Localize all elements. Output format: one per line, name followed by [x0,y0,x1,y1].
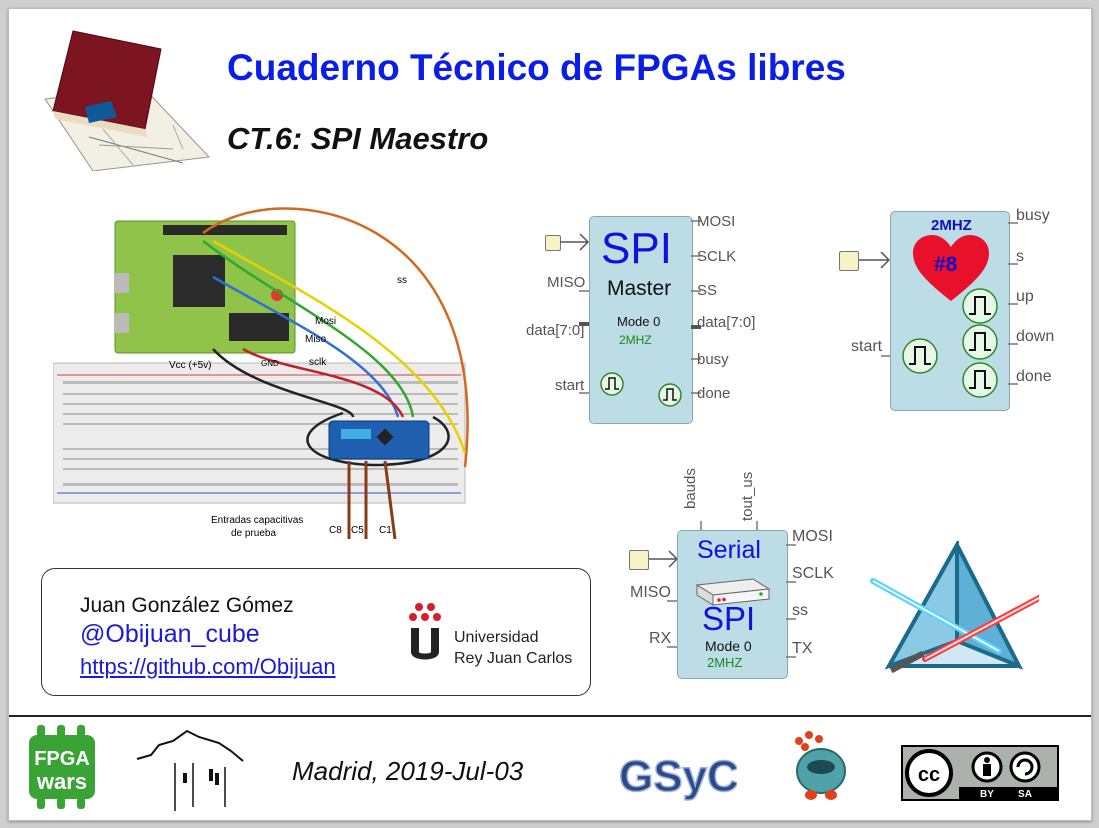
lightsaber-logo [870,541,1039,674]
by-text: BY [980,789,994,800]
port-mosi: MOSI [697,213,736,230]
heart-number: #8 [934,253,958,276]
label-inputs-1: Entradas capacitivas [211,515,303,526]
port-mosi: MOSI [792,528,833,545]
spi-master-title: SPI [601,224,672,273]
author-github-link[interactable]: https://github.com/Obijuan [80,654,336,679]
fpgawars-text-2: wars [36,769,87,794]
cc-text: cc [918,764,940,786]
spi-master-port-lines [579,220,701,394]
port-s: s [1016,248,1024,265]
label-miso: Miso [305,334,327,345]
fpgawars-logo: FPGA wars [29,725,95,809]
breadboard-holes [63,381,458,486]
label-gnd: GND [261,359,279,368]
footer-date: Madrid, 2019-Jul-03 [292,756,524,786]
serial-spi-title: Serial [697,536,761,564]
port-tx: TX [792,640,813,657]
serial-spi-block [677,530,788,679]
cc-by-sa-badge: cc BY SA [901,745,1059,801]
university-line2: Rey Juan Carlos [454,650,573,667]
port-busy: busy [697,351,729,368]
urjc-logo-icon [409,603,441,660]
serial-device-icon [695,578,771,606]
heart-icon [913,235,989,301]
university-line1: Universidad [454,629,539,646]
label-c8: C8 [329,525,342,536]
serial-spi-mode: Mode 0 [705,638,752,654]
input-tab [629,550,649,570]
port-rx: RX [649,630,672,647]
pulse-icon [600,372,624,396]
serial-spi-port-lines [667,521,796,658]
pulse-icon [962,288,998,324]
input-tab [839,251,859,271]
gsyc-logo: GSyC [618,751,737,802]
page-subtitle: CT.6: SPI Maestro [227,121,489,156]
port-start: start [851,338,883,355]
wiring-diagram: ss Mosi Miso sclk Vcc (+5v) GND Entradas… [53,207,469,540]
footer-divider [9,715,1091,717]
label-sclk: sclk [309,357,327,368]
pulse-icon [658,383,682,407]
label-ss: ss [397,275,407,286]
port-sclk: SCLK [697,248,737,265]
gsyc-text: GSyC [619,752,737,801]
mascot-icon [795,731,846,800]
heart-freq: 2MHZ [931,217,972,234]
notebook-image [44,30,211,171]
label-c1: C1 [379,525,392,536]
label-inputs-2: de prueba [231,528,276,539]
port-done: done [1016,368,1052,385]
port-miso: MISO [630,584,671,601]
port-busy: busy [1016,207,1050,224]
heart-port-lines [881,222,1018,385]
port-up: up [1016,288,1034,305]
spi-master-mode: Mode 0 [617,314,661,329]
port-bauds: bauds [682,468,699,509]
port-sclk: SCLK [792,565,834,582]
input-tab [545,235,561,251]
serial-spi-freq: 2MHZ [707,655,743,670]
fpgawars-text-1: FPGA [34,748,90,770]
spi-master-subtitle: Master [607,277,672,300]
sa-text: SA [1018,789,1032,800]
port-tout-us: tout_us [739,471,756,521]
page-title: Cuaderno Técnico de FPGAs libres [227,47,846,88]
castle-sketch-icon [136,729,244,811]
port-done: done [697,385,731,402]
label-mosi: Mosi [315,316,336,327]
port-miso: MISO [547,274,586,291]
label-c5: C5 [351,525,364,536]
pulse-icon [902,338,938,374]
slide: Cuaderno Técnico de FPGAs libres CT.6: S… [8,8,1092,821]
port-data-in: data[7:0] [526,322,585,339]
port-start: start [555,377,585,394]
port-ss: SS [697,282,718,299]
author-name: Juan González Gómez [80,594,294,617]
label-vcc: Vcc (+5v) [169,360,212,371]
pulse-icon [962,324,998,360]
author-handle[interactable]: @Obijuan_cube [80,620,260,648]
port-ss: ss [792,602,808,619]
spi-master-freq: 2MHZ [619,333,652,347]
serial-spi-subtitle: SPI [702,600,756,637]
mpr121-board [328,420,430,460]
port-data-out: data[7:0] [697,314,756,331]
author-box [41,568,591,696]
pulse-icon [962,362,998,398]
port-down: down [1016,328,1055,345]
